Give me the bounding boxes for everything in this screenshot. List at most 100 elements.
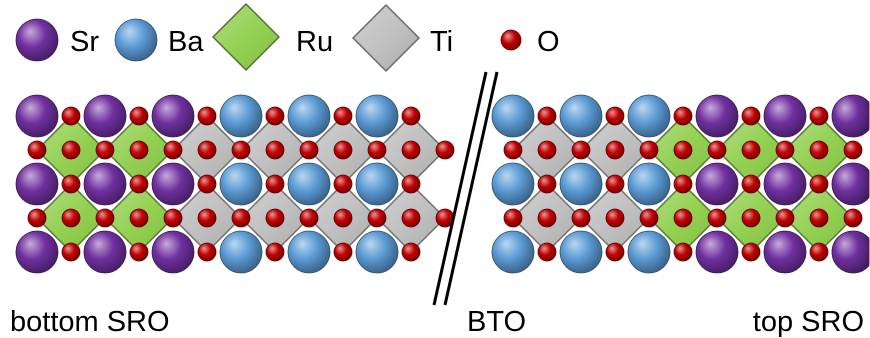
a-site-cations	[15, 94, 399, 274]
sr-atom	[83, 230, 127, 274]
sr-atom	[831, 94, 870, 138]
ba-atom	[627, 162, 671, 206]
sr-atom	[151, 94, 195, 138]
o-atom	[129, 106, 149, 126]
sr-atom	[15, 162, 59, 206]
o-atom	[571, 140, 591, 160]
o-atom	[401, 242, 421, 262]
o-atom	[537, 208, 557, 228]
ba-atom	[559, 162, 603, 206]
o-atom	[673, 242, 693, 262]
ba-atom	[491, 94, 535, 138]
o-atom	[333, 242, 353, 262]
o-atom	[61, 242, 81, 262]
o-atom	[265, 208, 285, 228]
ba-atom	[559, 230, 603, 274]
o-atom	[503, 140, 523, 160]
o-atom	[197, 208, 217, 228]
ba-sphere-icon	[114, 18, 158, 62]
ba-atom	[627, 230, 671, 274]
ba-atom	[559, 94, 603, 138]
sr-atom	[15, 94, 59, 138]
legend-label-ru: Ru	[296, 26, 333, 58]
o-atom	[673, 140, 693, 160]
o-atom	[809, 106, 829, 126]
o-atom	[163, 140, 183, 160]
legend-label-ba: Ba	[168, 26, 204, 58]
o-atom	[129, 174, 149, 194]
oxygen-atoms	[503, 106, 863, 262]
legend-label-o: O	[537, 26, 560, 58]
ba-atom	[219, 230, 263, 274]
sr-atom	[151, 230, 195, 274]
ba-atom	[491, 162, 535, 206]
o-atom	[129, 140, 149, 160]
legend-label-ti: Ti	[430, 26, 453, 58]
sr-atom	[151, 162, 195, 206]
o-atom	[503, 208, 523, 228]
o-atom	[27, 140, 47, 160]
sr-atom	[15, 230, 59, 274]
o-atom	[537, 106, 557, 126]
o-atom	[401, 140, 421, 160]
legend-item-ti: Ti	[352, 4, 453, 72]
o-atom	[401, 106, 421, 126]
a-site-cations	[491, 94, 870, 274]
o-atom	[775, 140, 795, 160]
ba-atom	[219, 94, 263, 138]
legend-item-sr: Sr	[15, 18, 99, 62]
legend-item-o: O	[500, 26, 560, 58]
o-atom	[537, 242, 557, 262]
ba-atom	[355, 94, 399, 138]
sr-atom	[831, 162, 870, 206]
o-atom	[809, 174, 829, 194]
sr-atom	[763, 230, 807, 274]
o-atom	[673, 174, 693, 194]
o-atom	[537, 174, 557, 194]
legend-label-sr: Sr	[70, 26, 99, 58]
ru-octahedron-icon	[212, 3, 280, 71]
o-atom	[401, 208, 421, 228]
o-atom	[673, 106, 693, 126]
o-atom	[197, 106, 217, 126]
ba-atom	[355, 162, 399, 206]
o-atom	[367, 208, 387, 228]
break-marker	[432, 71, 499, 306]
bottom-sro-label: bottom SRO	[10, 306, 170, 338]
o-atom	[605, 208, 625, 228]
top-sro-structure	[491, 94, 870, 274]
sr-atom	[831, 230, 870, 274]
o-atom	[809, 208, 829, 228]
top-sro-label: top SRO	[753, 306, 864, 338]
ba-atom	[627, 94, 671, 138]
o-atom	[299, 208, 319, 228]
ba-atom	[219, 162, 263, 206]
legend-item-ru: Ru	[212, 3, 333, 71]
sr-atom	[695, 230, 739, 274]
o-atom	[163, 208, 183, 228]
o-atom	[741, 208, 761, 228]
o-atom	[537, 140, 557, 160]
o-atom	[61, 106, 81, 126]
break-line-left	[432, 71, 488, 306]
o-atom	[741, 174, 761, 194]
o-atom	[843, 140, 863, 160]
o-atom	[197, 140, 217, 160]
o-atom	[741, 242, 761, 262]
o-atom	[605, 242, 625, 262]
ti-octahedron-icon	[352, 4, 420, 72]
o-atom	[809, 140, 829, 160]
o-atom	[129, 208, 149, 228]
bottom-sro-structure	[15, 94, 455, 274]
o-atom	[639, 140, 659, 160]
legend-item-ba: Ba	[114, 18, 204, 62]
sr-atom	[83, 94, 127, 138]
o-atom	[605, 106, 625, 126]
o-atom	[61, 140, 81, 160]
o-atom	[333, 208, 353, 228]
o-atom	[673, 208, 693, 228]
o-atom	[775, 208, 795, 228]
ba-atom	[287, 230, 331, 274]
o-atom	[197, 242, 217, 262]
